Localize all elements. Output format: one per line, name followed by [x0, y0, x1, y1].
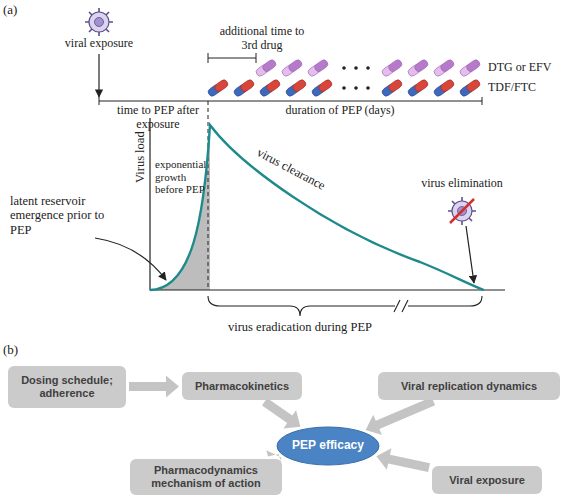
drug-label: DTG or EFV	[488, 61, 568, 75]
tdf-pill	[459, 78, 482, 97]
node-text: Pharmacodynamics mechanism of action	[136, 464, 276, 489]
flow-arrow	[129, 375, 179, 397]
tdf-pill	[311, 78, 334, 97]
ellipsis-dots	[342, 66, 370, 90]
annotation: additional time to 3rd drug	[212, 25, 312, 53]
dtg-pill	[459, 58, 482, 77]
annotation: virus elimination	[410, 177, 514, 191]
flow-arrow	[262, 398, 300, 428]
node-text: PEP efficacy	[292, 439, 364, 453]
node-text: Viral replication dynamics	[401, 380, 537, 393]
reservoir-arrow	[95, 238, 166, 280]
pep-start-line	[208, 101, 209, 290]
annotation: latent reservoir emergence prior to PEP	[10, 194, 128, 237]
ellipse-shape	[277, 427, 379, 465]
annotation: duration of PEP (days)	[250, 104, 430, 118]
tdf-pill	[407, 78, 430, 97]
axis-label: Virus load	[133, 117, 147, 197]
annotation: exponential growth before PEP	[155, 158, 211, 196]
virus-load-curve	[150, 125, 484, 290]
panel-label: (b)	[3, 343, 33, 358]
tdf-pill	[285, 78, 308, 97]
node-text: Dosing schedule; adherence	[14, 374, 120, 399]
annotation: viral exposure	[49, 37, 149, 51]
axes	[150, 118, 505, 290]
eliminated-virus-icon	[448, 197, 476, 225]
annotation: time to PEP after exposure	[112, 104, 204, 132]
flow-arrow	[366, 397, 436, 435]
dtg-pill	[255, 58, 278, 77]
elimination-slash	[450, 199, 474, 223]
tdf-pill	[259, 78, 282, 97]
dtg-pill	[281, 58, 304, 77]
annotation: virus eradication during PEP	[210, 320, 390, 334]
exposure-arrow	[98, 54, 99, 97]
tdf-pill	[433, 78, 456, 97]
dtg-pill	[407, 58, 430, 77]
dtg-pill	[307, 58, 330, 77]
additional-time-bracket	[208, 53, 256, 63]
tdf-pill	[233, 78, 256, 97]
tdf-pill	[207, 78, 230, 97]
tdf-pill	[381, 78, 404, 97]
factor-box: Dosing schedule; adherence	[8, 366, 126, 408]
virus-icon	[85, 8, 113, 36]
elimination-arrow	[466, 226, 474, 283]
factor-box: Pharmacodynamics mechanism of action	[130, 459, 282, 495]
flow-arrow	[376, 448, 430, 472]
panel-label: (a)	[3, 3, 33, 18]
outcome-ellipse: PEP efficacy	[276, 426, 380, 466]
factor-box: Viral replication dynamics	[378, 372, 560, 400]
eradication-brace	[208, 296, 482, 316]
drug-label: TDF/FTC	[488, 81, 568, 95]
axis-break	[394, 300, 408, 312]
dtg-pill	[381, 58, 404, 77]
node-text: Viral exposure	[449, 474, 525, 487]
factor-box: Pharmacokinetics	[182, 372, 302, 400]
node-text: Pharmacokinetics	[195, 380, 289, 393]
dtg-pill	[433, 58, 456, 77]
factor-box: Viral exposure	[432, 466, 542, 494]
